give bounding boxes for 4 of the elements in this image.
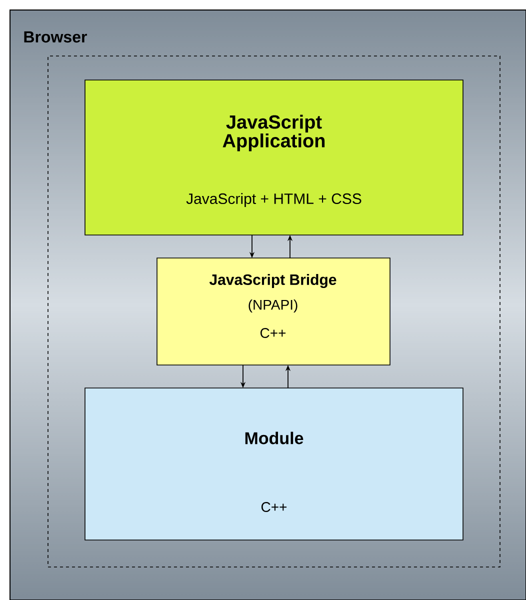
module-box: Module C++ — [84, 388, 464, 540]
dashed-boundary — [48, 56, 500, 568]
bridge-box: JavaScript Bridge (NPAPI) C++ — [156, 258, 390, 366]
application-box: JavaScript Application JavaScript + HTML + CSS — [84, 80, 464, 236]
